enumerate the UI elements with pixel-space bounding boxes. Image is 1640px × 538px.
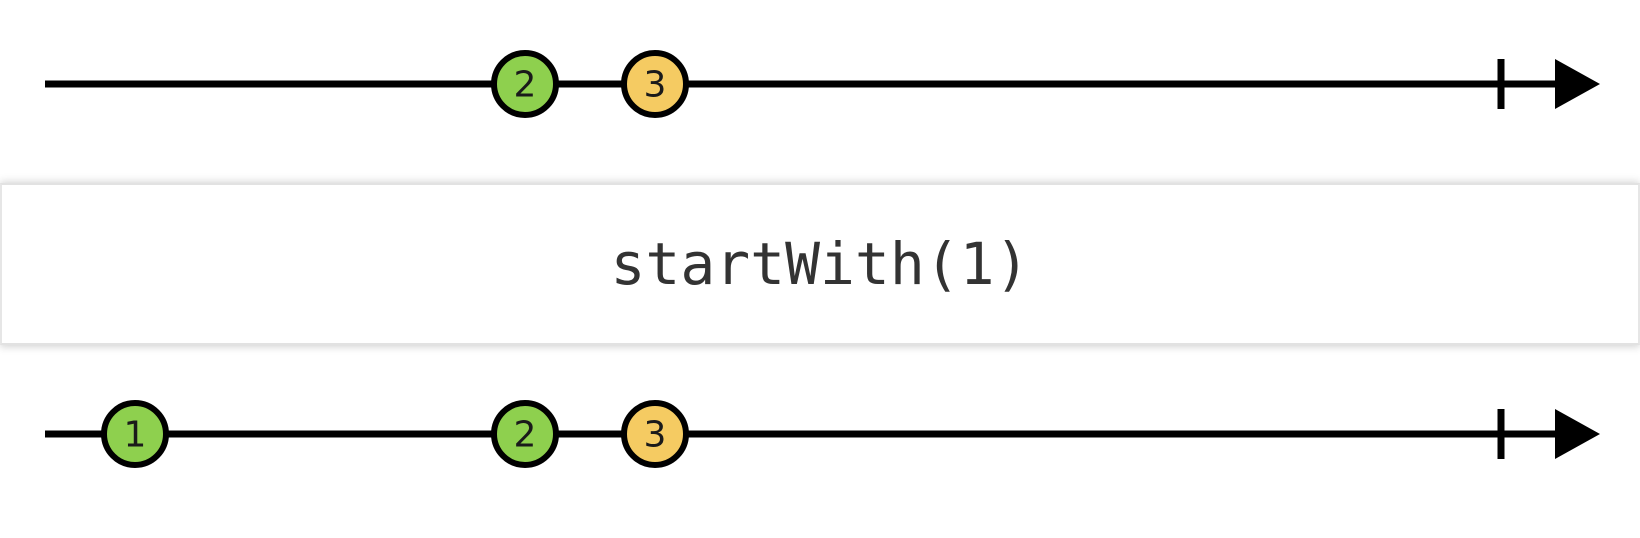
output-marble-circle — [621, 400, 689, 468]
output-marble-value: 2 — [514, 415, 537, 456]
source-marble[interactable]: 2 — [491, 50, 559, 118]
output-marble[interactable]: 2 — [491, 400, 559, 468]
output-marble[interactable]: 1 — [101, 400, 169, 468]
output-marble[interactable]: 3 — [621, 400, 689, 468]
source-marble-circle — [491, 50, 559, 118]
output-timeline-svg: 1 2 3 — [45, 400, 1600, 468]
source-marble[interactable]: 3 — [621, 50, 689, 118]
operator-label: startWith(1) — [610, 230, 1030, 298]
output-marble-value: 3 — [644, 415, 667, 456]
output-marble-value: 1 — [124, 415, 147, 456]
output-timeline: 1 2 3 — [0, 350, 1640, 520]
source-arrow-icon — [1555, 59, 1600, 109]
source-marble-value: 2 — [514, 65, 537, 106]
operator-box[interactable]: startWith(1) — [0, 183, 1640, 345]
output-marble-circle — [101, 400, 169, 468]
output-marble-circle — [491, 400, 559, 468]
source-marble-circle — [621, 50, 689, 118]
output-arrow-icon — [1555, 409, 1600, 459]
source-marble-value: 3 — [644, 65, 667, 106]
